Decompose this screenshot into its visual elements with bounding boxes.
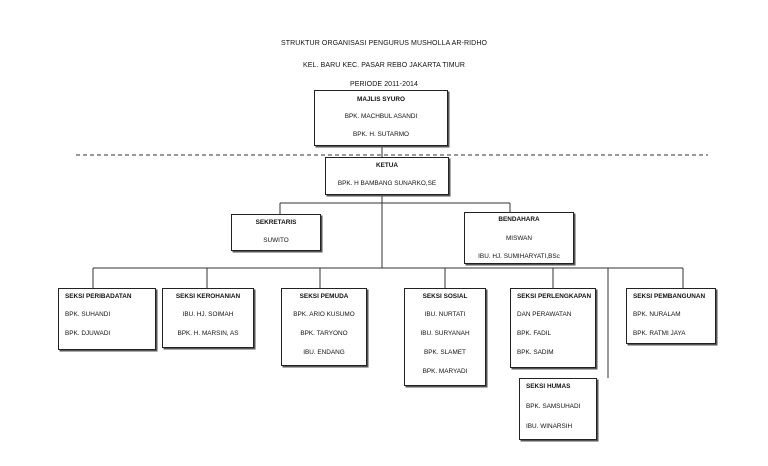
bendahara-member: MISWAN: [505, 235, 533, 242]
majlis-syuro-title: MAJLIS SYURO: [357, 96, 405, 103]
seksi-member: DAN PERAWATAN: [517, 311, 572, 318]
seksi-sosial-box: SEKSI SOSIAL IBU. NURTATI IBU. SURYANAH …: [404, 288, 486, 386]
seksi-perlengkapan-title: SEKSI PERLENGKAPAN: [517, 293, 592, 300]
seksi-pembangunan-title: SEKSI PEMBANGUNAN: [633, 293, 706, 300]
chart-title: STRUKTUR ORGANISASI PENGURUS MUSHOLLA AR…: [280, 40, 488, 47]
sekretaris-member: SUWITO: [263, 237, 289, 244]
seksi-member: BPK. RATMI JAYA: [633, 330, 686, 337]
seksi-member: BPK. SADIM: [517, 349, 554, 356]
seksi-peribadatan-title: SEKSI PERIBADATAN: [65, 293, 132, 300]
seksi-member: BPK. SLAMET: [424, 349, 466, 356]
bendahara-member: IBU. HJ. SUMIHARYATI,BSc: [478, 253, 560, 260]
ketua-member: BPK. H BAMBANG SUNARKO,SE: [337, 180, 437, 187]
seksi-humas-title: SEKSI HUMAS: [526, 383, 571, 390]
seksi-member: IBU. SURYANAH: [420, 330, 470, 337]
majlis-syuro-box: MAJLIS SYURO BPK. MACHBUL ASANDI BPK. H.…: [314, 90, 448, 146]
seksi-pemuda-title: SEKSI PEMUDA: [299, 293, 349, 300]
seksi-member: BPK. DJUWADI: [65, 330, 111, 337]
seksi-peribadatan-box: SEKSI PERIBADATAN BPK. SUHANDI BPK. DJUW…: [58, 288, 156, 350]
seksi-perlengkapan-box: SEKSI PERLENGKAPAN DAN PERAWATAN BPK. FA…: [510, 288, 596, 368]
seksi-pemuda-box: SEKSI PEMUDA BPK. ARIO KUSUMO BPK. TARYO…: [281, 288, 367, 366]
seksi-member: IBU. HJ. SOIMAH: [182, 311, 234, 318]
seksi-pembangunan-box: SEKSI PEMBANGUNAN BPK. NURALAM BPK. RATM…: [626, 288, 716, 344]
seksi-member: BPK. SUHANDI: [65, 311, 111, 318]
seksi-humas-box: SEKSI HUMAS BPK. SAMSUHADI IBU. WINARSIH: [519, 378, 597, 440]
majlis-member: BPK. MACHBUL ASANDI: [344, 113, 418, 120]
seksi-member: IBU. WINARSIH: [526, 423, 573, 430]
seksi-member: BPK. NURALAM: [633, 311, 681, 318]
sekretaris-title: SEKRETARIS: [255, 219, 297, 226]
seksi-sosial-title: SEKSI SOSIAL: [422, 293, 468, 300]
chart-location: KEL. BARU KEC. PASAR REBO JAKARTA TIMUR: [302, 62, 466, 69]
sekretaris-box: SEKRETARIS SUWITO: [231, 214, 321, 251]
seksi-member: BPK. MARYADI: [422, 368, 468, 375]
ketua-title: KETUA: [375, 162, 398, 169]
seksi-member: BPK. FADIL: [517, 330, 552, 337]
seksi-member: IBU. NURTATI: [424, 311, 466, 318]
bendahara-title: BENDAHARA: [498, 216, 540, 223]
seksi-member: BPK. H. MARSIN, AS: [177, 330, 239, 337]
seksi-member: BPK. ARIO KUSUMO: [293, 311, 355, 318]
bendahara-box: BENDAHARA MISWAN IBU. HJ. SUMIHARYATI,BS…: [464, 212, 574, 264]
seksi-member: BPK. SAMSUHADI: [526, 403, 581, 410]
seksi-member: IBU. ENDANG: [303, 349, 345, 356]
seksi-kerohanian-title: SEKSI KEROHANIAN: [175, 293, 241, 300]
chart-period: PERIODE 2011-2014: [349, 81, 419, 88]
seksi-member: BPK. TARYONO: [300, 330, 348, 337]
majlis-member: BPK. H. SUTARMO: [353, 131, 409, 138]
ketua-box: KETUA BPK. H BAMBANG SUNARKO,SE: [325, 157, 449, 195]
seksi-kerohanian-box: SEKSI KEROHANIAN IBU. HJ. SOIMAH BPK. H.…: [162, 288, 254, 348]
